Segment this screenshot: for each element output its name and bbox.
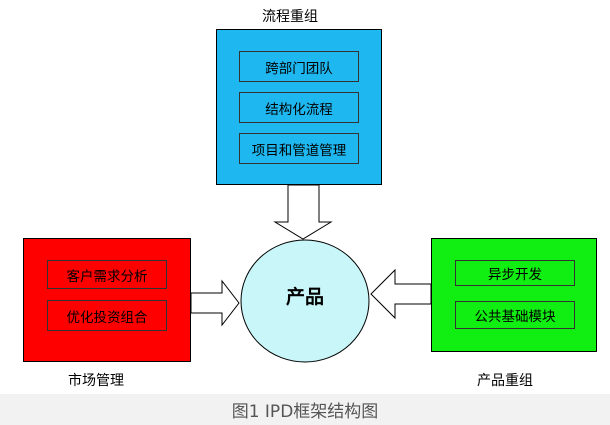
top-item-1: 跨部门团队 [239, 51, 359, 82]
top-block: 跨部门团队 结构化流程 项目和管道管理 [216, 29, 382, 185]
left-item-1: 客户需求分析 [47, 260, 167, 289]
diagram-shapes [190, 184, 432, 363]
center-product-label: 产品 [285, 286, 324, 308]
top-block-title: 流程重组 [262, 9, 318, 25]
arrow-top-to-center [273, 184, 333, 240]
arrow-right-to-center [370, 268, 432, 320]
figure-caption-bar: 图1 IPD框架结构图 [0, 394, 610, 425]
right-block: 异步开发 公共基础模块 [431, 238, 597, 352]
center-product-ellipse [240, 239, 370, 363]
left-item-2: 优化投资组合 [47, 300, 167, 331]
figure-caption: 图1 IPD框架结构图 [231, 402, 379, 422]
right-block-title: 产品重组 [477, 373, 533, 389]
left-block-title: 市场管理 [68, 373, 124, 389]
top-item-3: 项目和管道管理 [239, 133, 359, 164]
right-item-1: 异步开发 [455, 260, 575, 286]
right-item-2: 公共基础模块 [455, 301, 575, 329]
arrow-left-to-center [190, 279, 240, 327]
diagram-canvas: 流程重组 跨部门团队 结构化流程 项目和管道管理 客户需求分析 优化投资组合 市… [23, 9, 597, 389]
left-block: 客户需求分析 优化投资组合 [23, 238, 191, 362]
top-item-2: 结构化流程 [239, 92, 359, 123]
